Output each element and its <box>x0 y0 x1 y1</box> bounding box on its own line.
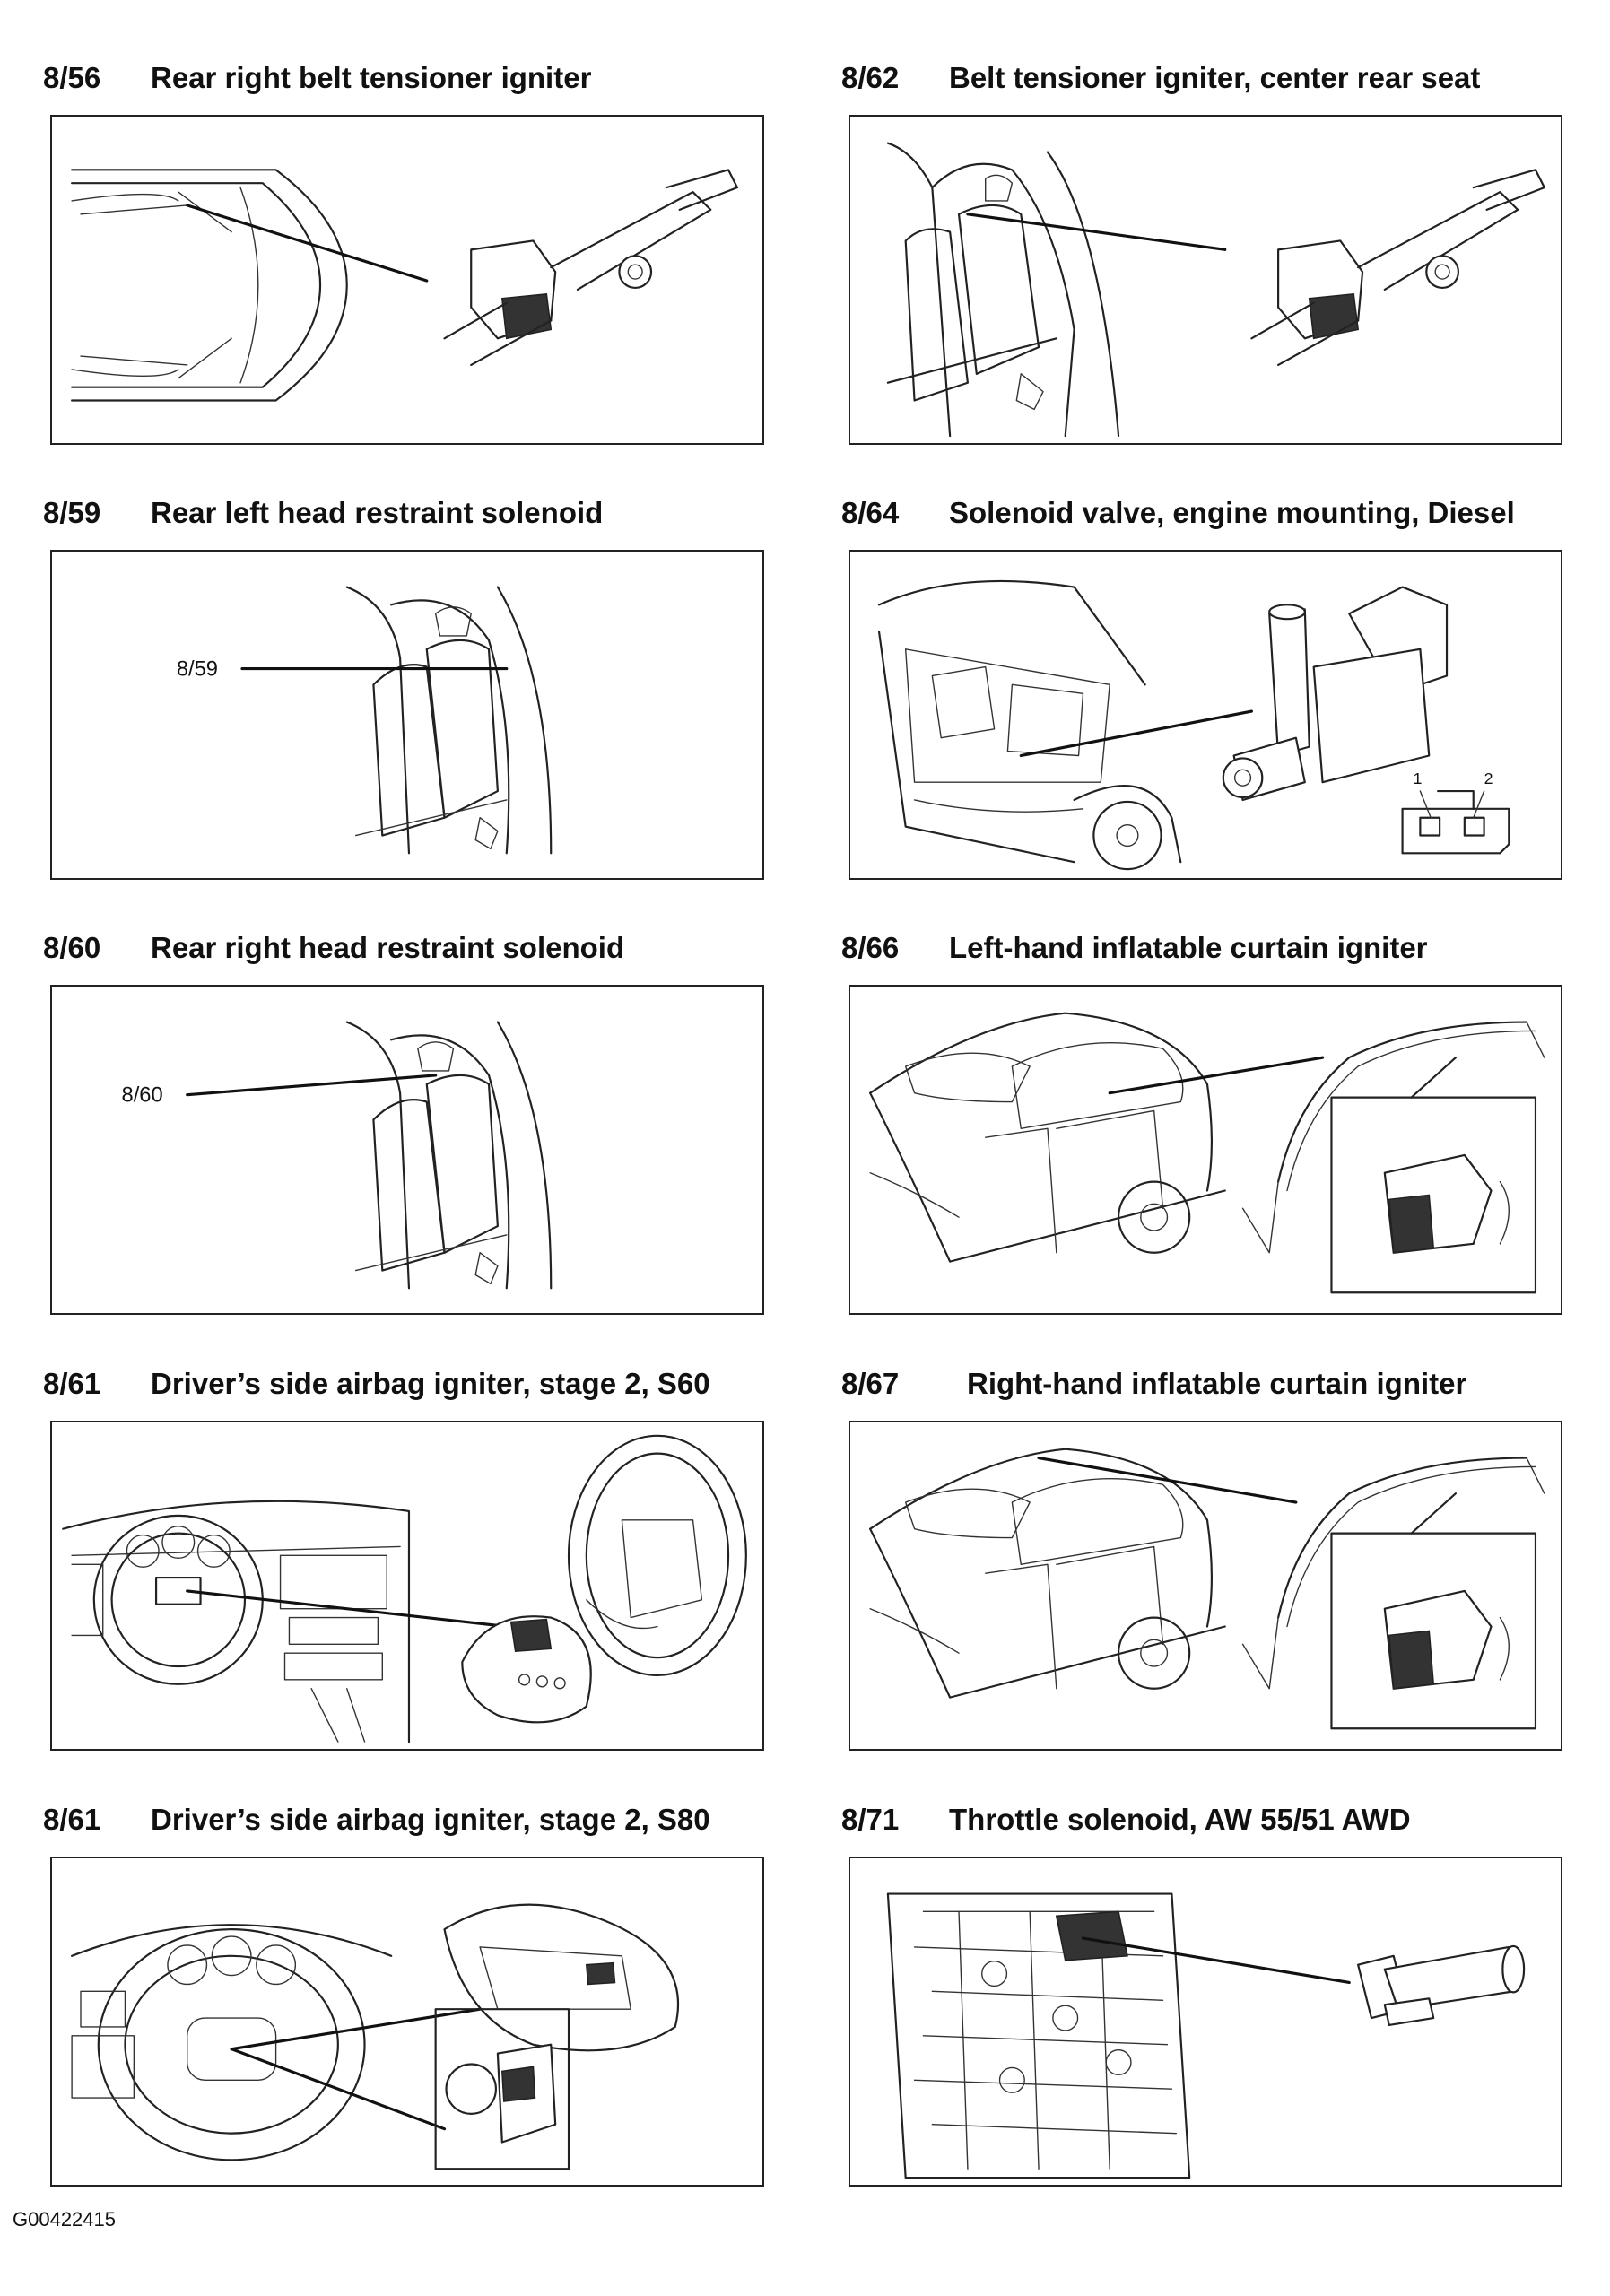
pin-number: 2 <box>1484 770 1493 787</box>
component-title: Belt tensioner igniter, center rear seat <box>949 61 1481 94</box>
component-title: Rear left head restraint solenoid <box>151 496 604 529</box>
component-title: Rear right head restraint solenoid <box>151 931 625 964</box>
illustration-frame: 8/60 <box>50 985 764 1315</box>
illustration-frame <box>849 115 1562 445</box>
component-code: 8/61 <box>43 1803 101 1836</box>
callout-label: 8/59 <box>177 657 218 681</box>
component-title: Driver’s side airbag igniter, stage 2, S… <box>151 1803 710 1836</box>
belt-tensioner-center-rear-illustration <box>886 142 1545 438</box>
component-title: Driver’s side airbag igniter, stage 2, S… <box>151 1367 710 1400</box>
panel-heading: 8/56 Rear right belt tensioner igniter <box>43 61 796 100</box>
callout-label: 8/60 <box>122 1084 163 1108</box>
panel-heading: 8/60 Rear right head restraint solenoid <box>43 931 796 970</box>
component-title: Throttle solenoid, AW 55/51 AWD <box>949 1803 1411 1836</box>
illustration-frame <box>849 1857 1562 2187</box>
illustration-frame <box>849 1421 1562 1751</box>
component-code: 8/56 <box>43 61 101 94</box>
head-restraint-rear-left-illustration: 8/59 <box>177 586 553 855</box>
component-code: 8/61 <box>43 1367 101 1400</box>
component-code: 8/59 <box>43 496 101 529</box>
illustration-frame <box>50 115 764 445</box>
panel-heading: 8/61 Driver’s side airbag igniter, stage… <box>43 1803 796 1842</box>
panel-heading: 8/71 Throttle solenoid, AW 55/51 AWD <box>841 1803 1595 1842</box>
head-restraint-rear-right-illustration: 8/60 <box>122 1021 553 1290</box>
component-code: 8/64 <box>841 496 900 529</box>
component-code: 8/71 <box>841 1803 900 1836</box>
component-code: 8/62 <box>841 61 900 94</box>
illustration-frame <box>50 1857 764 2187</box>
figure-code: G00422415 <box>13 2208 116 2231</box>
component-title: Rear right belt tensioner igniter <box>151 61 592 94</box>
component-code: 8/67 <box>841 1367 900 1400</box>
inflatable-curtain-right-illustration <box>869 1448 1545 1730</box>
component-title: Solenoid valve, engine mounting, Diesel <box>949 496 1515 529</box>
airbag-igniter-s60-illustration <box>62 1434 747 1744</box>
engine-mount-solenoid-illustration: 1 2 <box>877 579 1510 871</box>
panel-heading: 8/64 Solenoid valve, engine mounting, Di… <box>841 496 1595 535</box>
component-code: 8/60 <box>43 931 101 964</box>
panel-heading: 8/66 Left-hand inflatable curtain ignite… <box>841 931 1595 970</box>
pin-number: 1 <box>1413 770 1422 787</box>
illustration-frame <box>849 985 1562 1315</box>
illustration-frame: 1 2 <box>849 550 1562 880</box>
illustration-frame <box>50 1421 764 1751</box>
inflatable-curtain-left-illustration <box>869 1012 1545 1294</box>
panel-heading: 8/62 Belt tensioner igniter, center rear… <box>841 61 1595 100</box>
panel-heading: 8/61 Driver’s side airbag igniter, stage… <box>43 1367 796 1406</box>
panel-heading: 8/59 Rear left head restraint solenoid <box>43 496 796 535</box>
airbag-igniter-s80-illustration <box>71 1903 680 2170</box>
panel-heading: 8/67 Right-hand inflatable curtain ignit… <box>841 1367 1595 1406</box>
throttle-solenoid-illustration <box>886 1892 1526 2179</box>
component-title: Left-hand inflatable curtain igniter <box>949 931 1428 964</box>
belt-tensioner-rear-right-illustration <box>71 169 739 402</box>
illustration-frame: 8/59 <box>50 550 764 880</box>
component-title: Right-hand inflatable curtain igniter <box>967 1367 1467 1400</box>
component-code: 8/66 <box>841 931 900 964</box>
